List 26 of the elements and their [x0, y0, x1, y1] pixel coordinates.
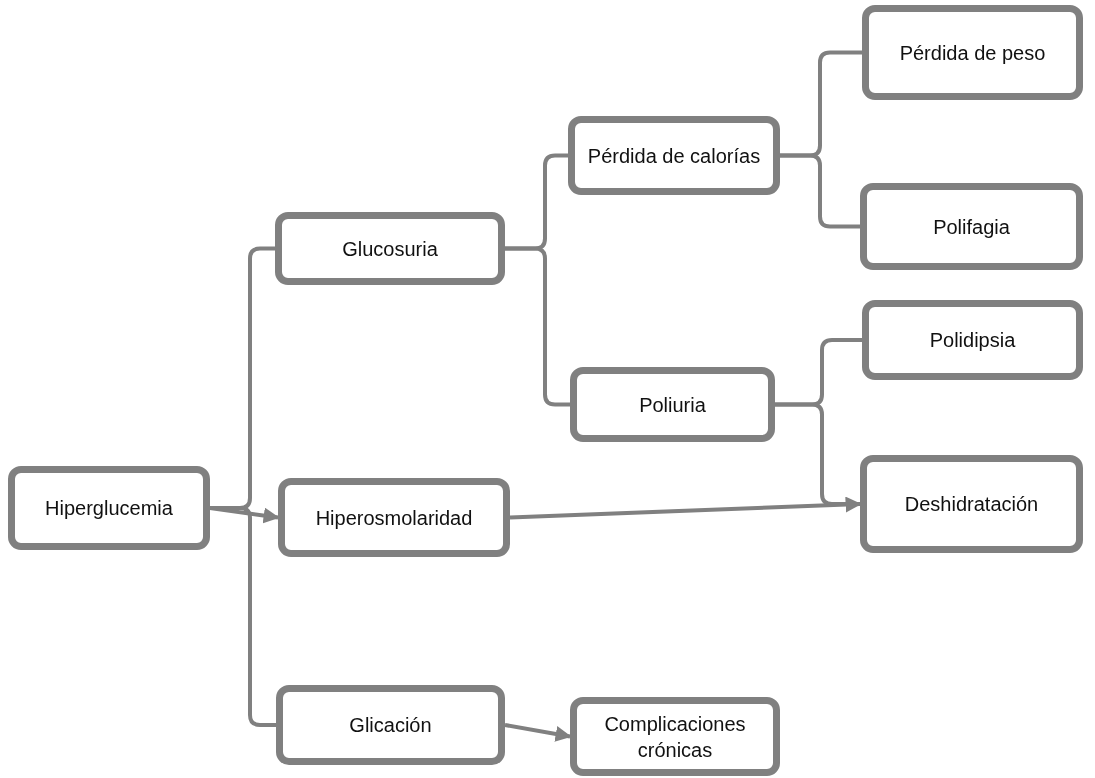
node-label: Deshidratación	[904, 492, 1039, 517]
arrow	[509, 496, 862, 520]
process-box	[862, 300, 1083, 380]
arrow	[504, 723, 572, 742]
process-box	[570, 697, 780, 776]
node-label: Polifagia	[933, 214, 1010, 240]
node-label: Pérdida de calorías	[587, 143, 761, 169]
process-box	[275, 212, 505, 285]
process-box	[568, 116, 780, 195]
node-label: Hiperosmolaridad	[315, 505, 473, 531]
node-label: Glucosuria	[342, 236, 438, 262]
process-box	[276, 685, 505, 765]
process-box	[8, 466, 210, 550]
node-label: Hiperglucemia	[45, 496, 173, 521]
process-box	[570, 367, 775, 442]
connector-line	[505, 246, 570, 407]
node-label: Pérdida de peso	[899, 40, 1046, 66]
node-label: Complicaciones crónicas	[603, 711, 747, 763]
node-label: Poliuria	[639, 392, 706, 418]
process-box	[860, 183, 1083, 270]
process-box	[860, 455, 1083, 553]
node-label: Polidipsia	[929, 328, 1016, 353]
node-label: Glicación	[349, 713, 432, 738]
process-box	[862, 5, 1083, 100]
process-box	[278, 478, 510, 557]
connector-line	[780, 153, 860, 229]
